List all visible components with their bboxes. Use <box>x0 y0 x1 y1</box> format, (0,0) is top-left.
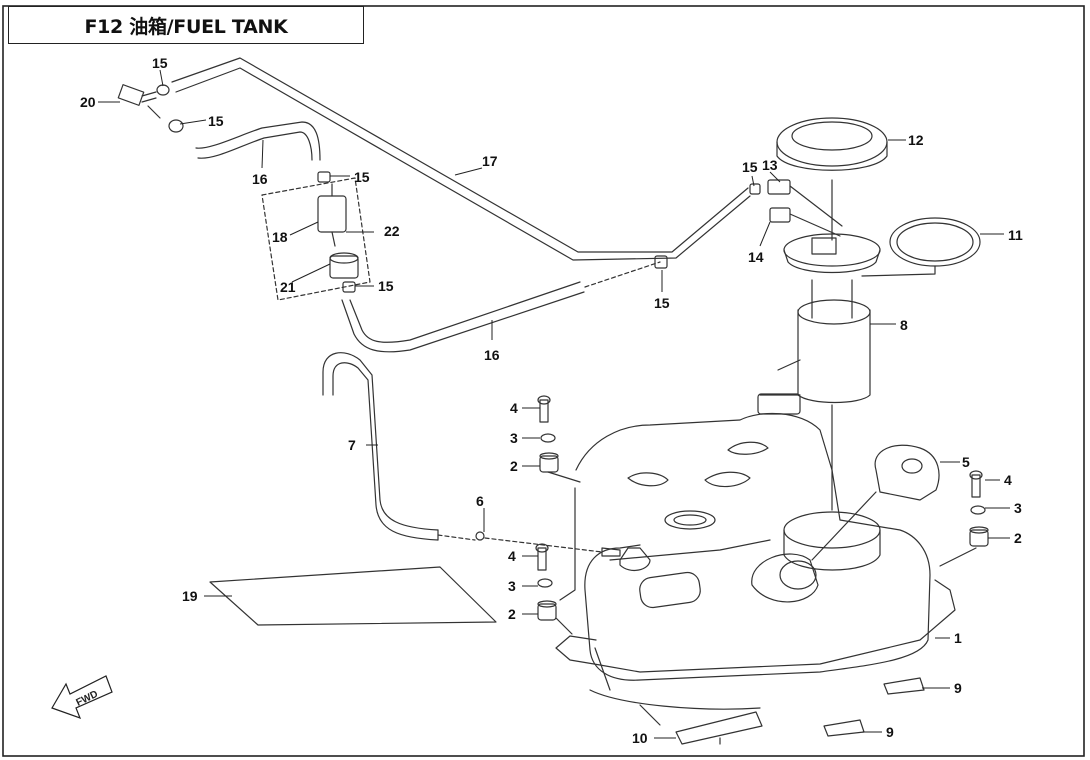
callout-2: 2 <box>510 458 518 474</box>
hose-7 <box>322 352 476 541</box>
pad-19 <box>209 566 497 626</box>
mount-hardware-left-upper <box>537 395 581 483</box>
callout-4: 4 <box>510 400 518 416</box>
callout-15: 15 <box>378 278 394 294</box>
callout-15: 15 <box>654 295 670 311</box>
callout-9: 9 <box>954 680 962 696</box>
callout-15: 15 <box>742 159 758 175</box>
callout-5: 5 <box>962 454 970 470</box>
hose-16-upper <box>195 121 321 161</box>
callout-22: 22 <box>384 223 400 239</box>
callout-10: 10 <box>632 730 648 746</box>
callout-13: 13 <box>762 157 778 173</box>
callout-12: 12 <box>908 132 924 148</box>
seal-11 <box>861 217 981 277</box>
callout-19: 19 <box>182 588 198 604</box>
callout-21: 21 <box>280 279 296 295</box>
pad-9-b <box>823 719 865 737</box>
fuel-tank-1 <box>555 412 956 726</box>
callout-4: 4 <box>508 548 516 564</box>
pad-9-a <box>883 677 925 695</box>
filler-cap-5 <box>811 444 940 561</box>
callout-17: 17 <box>482 153 498 169</box>
callout-15: 15 <box>152 55 168 71</box>
lock-ring-12 <box>776 117 888 171</box>
callout-11: 11 <box>1008 227 1023 243</box>
diagram-border <box>2 5 1085 757</box>
callout-6: 6 <box>476 493 484 509</box>
callout-2: 2 <box>508 606 516 622</box>
clip-15-group <box>156 84 761 293</box>
callout-15: 15 <box>208 113 224 129</box>
callout-3: 3 <box>510 430 518 446</box>
callout-labels: 20 15 15 16 17 15 18 22 21 15 16 15 15 1… <box>80 55 1023 746</box>
callout-20: 20 <box>80 94 96 110</box>
fuel-pump-8 <box>757 179 881 511</box>
callout-16: 16 <box>484 347 500 363</box>
pad-10 <box>675 711 763 745</box>
callout-9: 9 <box>886 724 894 740</box>
mount-hardware-right <box>939 470 989 567</box>
hose-16-lower <box>341 261 661 353</box>
vent-valve-6 <box>475 531 621 557</box>
connector-20 <box>117 84 161 119</box>
diagram-title: F12 油箱/FUEL TANK <box>8 6 364 44</box>
filter-assembly-22 <box>261 177 371 301</box>
callout-4: 4 <box>1004 472 1012 488</box>
forward-direction-arrow: FWD <box>51 675 113 720</box>
callout-7: 7 <box>348 437 356 453</box>
callout-3: 3 <box>1014 500 1022 516</box>
callout-2: 2 <box>1014 530 1022 546</box>
hose-17 <box>171 57 751 261</box>
callout-18: 18 <box>272 229 288 245</box>
connector-13-14 <box>767 179 843 237</box>
callout-16: 16 <box>252 171 268 187</box>
callout-8: 8 <box>900 317 908 333</box>
callout-1: 1 <box>954 630 962 646</box>
mount-hardware-left-lower <box>535 543 573 635</box>
callout-15: 15 <box>354 169 370 185</box>
callout-3: 3 <box>508 578 516 594</box>
callout-14: 14 <box>748 249 764 265</box>
